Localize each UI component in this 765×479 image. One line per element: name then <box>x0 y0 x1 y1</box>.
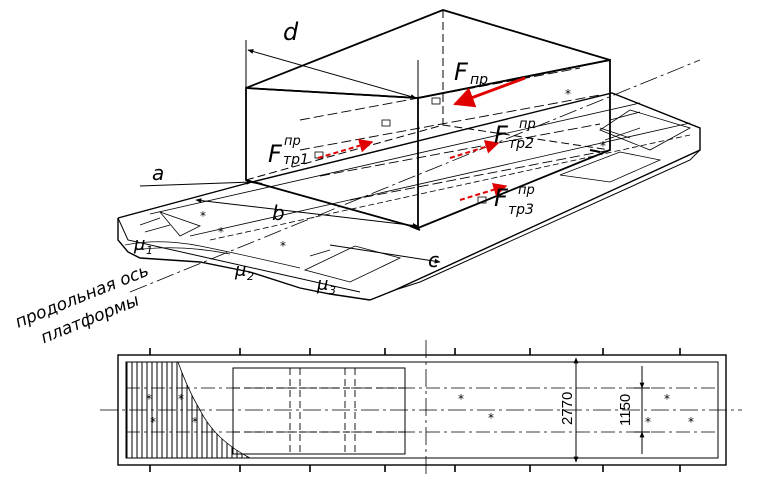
svg-text:μ: μ <box>133 234 145 255</box>
svg-text:*: * <box>150 415 156 429</box>
mu3-label: μ 3 <box>316 274 336 297</box>
dimension-d <box>245 40 419 99</box>
platform-deck <box>117 92 701 301</box>
plan-stake-pockets <box>149 348 681 472</box>
svg-text:тр1: тр1 <box>283 152 309 168</box>
force-arrow-pr <box>453 76 526 108</box>
isometric-view: * * * * * <box>12 9 701 348</box>
svg-text:*: * <box>688 415 694 429</box>
svg-text:тр2: тр2 <box>508 136 534 152</box>
svg-text:*: * <box>664 392 670 406</box>
force-arrow-tr2 <box>449 140 500 159</box>
dimension-2770-label: 2770 <box>559 392 576 425</box>
plan-cargo-inner-lines <box>233 368 405 454</box>
cargo-box <box>245 9 611 231</box>
svg-text:2: 2 <box>247 270 254 283</box>
mu2-label: μ 2 <box>234 260 254 283</box>
dimension-a <box>139 179 253 187</box>
svg-text:μ: μ <box>234 260 246 281</box>
svg-text:*: * <box>565 87 571 101</box>
label-c: c <box>428 248 439 272</box>
dimension-1150-label: 1150 <box>617 394 634 426</box>
force-label-tr2: F пр тр2 <box>494 117 536 152</box>
svg-text:*: * <box>488 411 494 425</box>
longitudinal-axis-line <box>129 59 701 293</box>
svg-text:*: * <box>192 415 198 429</box>
svg-text:F: F <box>454 58 469 86</box>
dimension-1150 <box>634 366 650 454</box>
force-arrows <box>317 76 526 201</box>
svg-text:тр3: тр3 <box>508 202 534 218</box>
deck-shading <box>124 127 641 269</box>
force-arrow-tr1 <box>317 138 374 159</box>
svg-text:пр: пр <box>284 134 301 149</box>
dimension-b <box>195 198 419 228</box>
axis-caption: продольная ось платформы <box>12 261 151 348</box>
svg-text:*: * <box>200 209 206 223</box>
dimension-c <box>329 244 441 264</box>
force-label-tr3: F пр тр3 <box>494 183 535 218</box>
svg-text:*: * <box>645 415 651 429</box>
svg-text:*: * <box>458 392 464 406</box>
svg-text:3: 3 <box>329 284 336 297</box>
svg-text:μ: μ <box>316 274 328 295</box>
svg-text:*: * <box>178 392 184 406</box>
svg-text:*: * <box>146 392 152 406</box>
label-d: d <box>283 18 299 46</box>
force-arrow-tr3 <box>459 182 508 201</box>
mu1-label: μ 1 <box>133 234 153 257</box>
label-b: b <box>272 201 285 225</box>
plan-cargo-footprint <box>232 367 406 455</box>
label-a: a <box>152 161 164 185</box>
force-label-pr: F пр <box>454 58 488 88</box>
svg-text:F: F <box>494 184 509 212</box>
svg-text:пр: пр <box>518 183 535 198</box>
svg-text:*: * <box>218 225 224 239</box>
force-label-tr1: F пр тр1 <box>268 134 309 168</box>
svg-text:пр: пр <box>519 117 536 132</box>
svg-text:1: 1 <box>146 244 153 257</box>
svg-text:F: F <box>268 140 283 168</box>
plan-longitudinal-lines <box>100 340 742 475</box>
svg-text:*: * <box>600 139 606 153</box>
plan-markers: * * * * * * * * * <box>146 392 694 429</box>
svg-text:F: F <box>494 121 509 149</box>
deck-markers: * * * * * <box>200 87 606 253</box>
svg-text:*: * <box>280 239 286 253</box>
svg-text:пр: пр <box>470 72 488 88</box>
plan-view: * * * * * * * * * 2770 1150 <box>100 340 742 475</box>
